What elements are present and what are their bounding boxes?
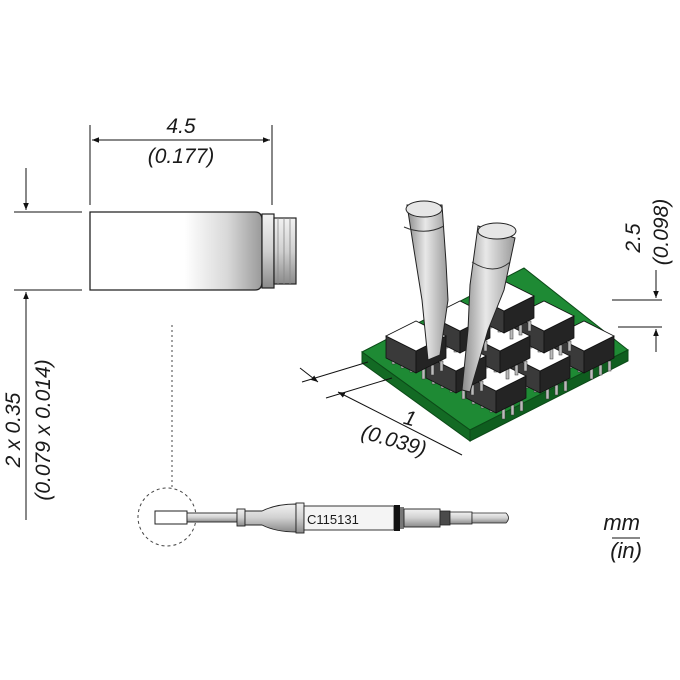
- chip-pin: [518, 324, 523, 336]
- chip-pin: [567, 340, 572, 352]
- width-mm-label: 2 x 0.35: [2, 392, 25, 468]
- chip-pin: [589, 368, 594, 380]
- chip-pin: [501, 408, 506, 420]
- height-mm-label: 2.5: [622, 223, 645, 254]
- pcb-illustration: 2.5 (0.098) 1 (0.039): [299, 199, 673, 461]
- width-dimension: 2 x 0.35 (0.079 x 0.014): [2, 168, 82, 520]
- chip-pin: [430, 364, 435, 376]
- length-mm-label: 4.5: [166, 115, 196, 138]
- cartridge: C115131: [137, 487, 509, 547]
- chip-pin: [510, 404, 515, 416]
- chip-pin: [514, 364, 519, 376]
- tip-detail: [89, 211, 297, 291]
- height-in-label: (0.098): [650, 199, 673, 266]
- chip-pin: [563, 380, 568, 392]
- chip-pin: [523, 360, 528, 372]
- chip-pin: [479, 380, 484, 392]
- chip-pin: [483, 340, 488, 352]
- pitch-mm-label: 1: [401, 406, 419, 431]
- length-in-label: (0.177): [148, 145, 215, 168]
- chip-pin: [598, 364, 603, 376]
- soldering-tip-right: [461, 222, 517, 393]
- chip-pin: [527, 320, 532, 332]
- height-dimension: 2.5 (0.098): [612, 199, 673, 352]
- pitch-in-label: (0.039): [359, 421, 429, 461]
- width-in-label: (0.079 x 0.014): [32, 359, 55, 500]
- chip-pin: [607, 360, 612, 372]
- soldering-tip-left: [403, 200, 449, 361]
- chip-pin: [519, 400, 524, 412]
- chip-pin: [505, 368, 510, 380]
- chip-pin: [509, 328, 514, 340]
- part-number-label: C115131: [307, 512, 359, 527]
- chip-pin: [421, 368, 426, 380]
- chip-pin: [439, 360, 444, 372]
- chip-pin: [545, 388, 550, 400]
- units-in-label: (in): [610, 538, 642, 563]
- chip-pin: [558, 344, 563, 356]
- chip-pin: [554, 384, 559, 396]
- chip-pin: [549, 348, 554, 360]
- units-mm-label: mm: [603, 510, 640, 535]
- length-dimension: 4.5 (0.177): [89, 115, 273, 205]
